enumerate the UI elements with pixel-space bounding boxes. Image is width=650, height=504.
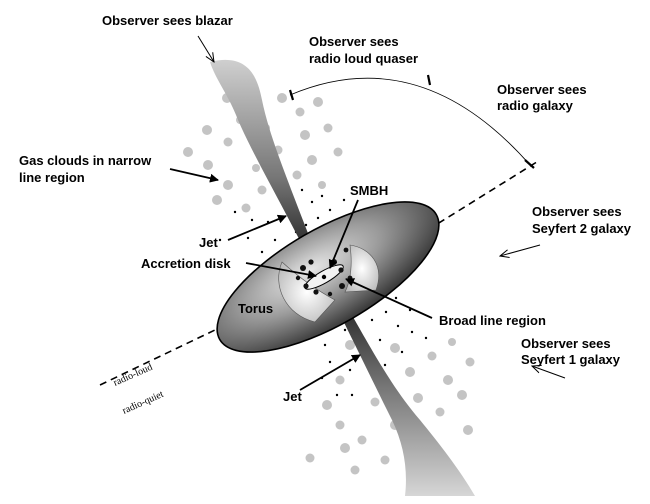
observer-arrows (197, 35, 566, 379)
arrow-gas-clouds (169, 168, 219, 183)
label-accretion-disk: Accretion disk (141, 256, 231, 271)
jet-lower (324, 280, 475, 496)
label-jet-upper: Jet (199, 235, 218, 250)
label-radio-loud: radio-loud (112, 362, 155, 389)
broad-line-clouds (295, 247, 353, 297)
label-gas-clouds-line1: Gas clouds in narrow (19, 153, 152, 168)
viewing-angle-arc (289, 77, 531, 166)
pointer-arrows (169, 168, 433, 391)
jet-upper (210, 59, 322, 272)
label-quasar-line1: Observer sees (309, 34, 399, 49)
arrow-smbh (328, 199, 359, 269)
label-broad-line-region: Broad line region (439, 313, 546, 328)
label-quasar-line2: radio loud quaser (309, 51, 418, 66)
observer-arrow-blazar (197, 35, 214, 62)
label-radio-quiet: radio-quiet (121, 389, 166, 417)
label-smbh: SMBH (350, 183, 388, 198)
label-seyfert1-line1: Observer sees (521, 336, 611, 351)
label-jet-lower: Jet (283, 389, 302, 404)
radio-divider-line (99, 159, 541, 386)
arrow-jet-lower (299, 354, 361, 391)
smbh-dot (321, 274, 327, 280)
arrow-accretion-disk (245, 262, 317, 279)
arc-tick-marks (288, 74, 535, 169)
label-seyfert2-line1: Observer sees (532, 204, 622, 219)
arrow-jet-upper (227, 214, 287, 241)
label-seyfert2-line2: Seyfert 2 galaxy (532, 221, 632, 236)
label-seyfert1-line2: Seyfert 1 galaxy (521, 352, 621, 367)
label-torus: Torus (238, 301, 273, 316)
label-radio-galaxy-line1: Observer sees (497, 82, 587, 97)
observer-arrow-seyfert2 (500, 244, 541, 256)
label-radio-galaxy-line2: radio galaxy (497, 98, 574, 113)
observer-arrow-seyfert1 (532, 366, 566, 379)
label-gas-clouds-line2: line region (19, 170, 85, 185)
arrow-broad-line (345, 278, 433, 319)
label-blazar: Observer sees blazar (102, 13, 233, 28)
